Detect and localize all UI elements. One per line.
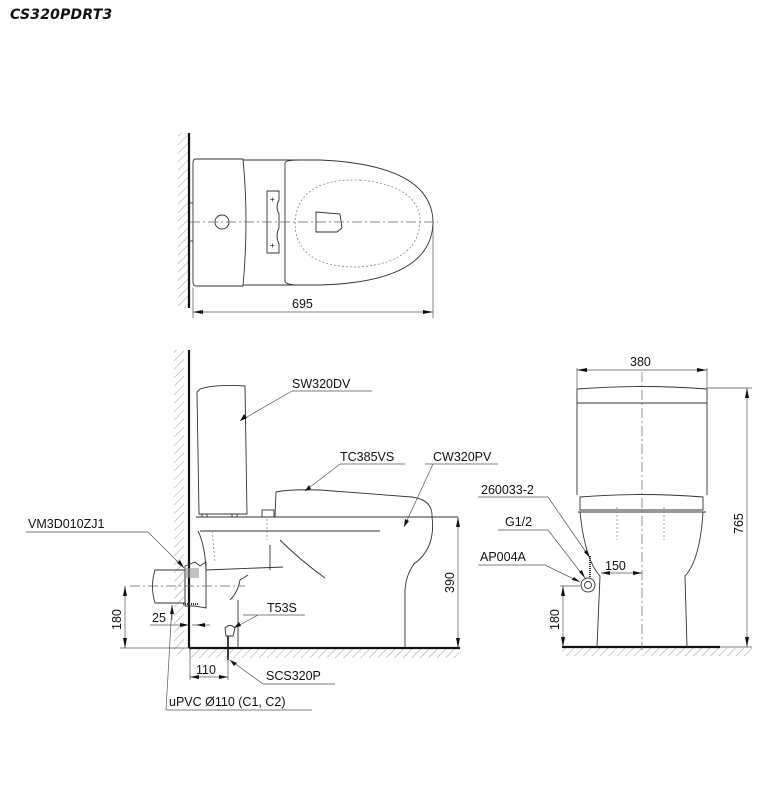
dim-inlet-height: 180 (548, 609, 562, 630)
bowl-opening (294, 179, 421, 268)
dim-inlet-offset: 150 (605, 559, 626, 573)
dim-outlet-offset: 110 (196, 663, 216, 677)
wall-hatch (174, 350, 184, 655)
seat-side (274, 489, 433, 518)
dim-width: 380 (630, 355, 651, 369)
label-pipe: uPVC Ø110 (C1, C2) (169, 695, 285, 709)
wall-hatch (178, 133, 188, 308)
label-tank: SW320DV (292, 377, 351, 391)
trap-t53s (224, 625, 236, 637)
tank-front (576, 403, 708, 495)
stop-valve (580, 577, 596, 593)
label-thread: G1/2 (505, 515, 532, 529)
tank-lid (576, 386, 708, 404)
drain-pipe (152, 569, 186, 604)
bowl-rim (579, 494, 704, 511)
seat-outline (284, 159, 434, 286)
drain-hole (315, 211, 343, 233)
svg-text:+: + (270, 195, 275, 204)
tank-outline (192, 158, 247, 287)
label-hose: 260033-2 (481, 483, 534, 497)
floor-hatch (562, 648, 752, 656)
floor-hatch (189, 648, 459, 658)
label-flange: SCS320P (266, 669, 321, 683)
svg-text:+: + (270, 241, 275, 250)
dim-pipe-height: 180 (110, 609, 124, 630)
model-title: CS320PDRT3 (10, 7, 113, 23)
bowl-side (404, 516, 434, 648)
label-stop-valve: AP004A (480, 550, 527, 564)
label-trap: T53S (267, 601, 297, 615)
front-view: 380 765 150 180 260033-2 G1/2 AP004A (478, 355, 752, 656)
label-seat: TC385VS (340, 450, 394, 464)
label-flush-valve: VM3D010ZJ1 (28, 517, 104, 531)
top-view: + + 695 (178, 133, 438, 318)
dim-length: 695 (292, 297, 313, 311)
pedestal-right (684, 511, 704, 648)
label-bowl: CW320PV (433, 450, 492, 464)
dim-bowl-height: 390 (443, 572, 457, 593)
tank-side (196, 384, 248, 515)
dim-wall-gap: 25 (152, 611, 166, 625)
hinge (266, 190, 280, 254)
side-view: 390 180 25 110 SW320DV TC385VS CW320PV V… (26, 350, 498, 711)
dim-total-height: 765 (732, 513, 746, 534)
